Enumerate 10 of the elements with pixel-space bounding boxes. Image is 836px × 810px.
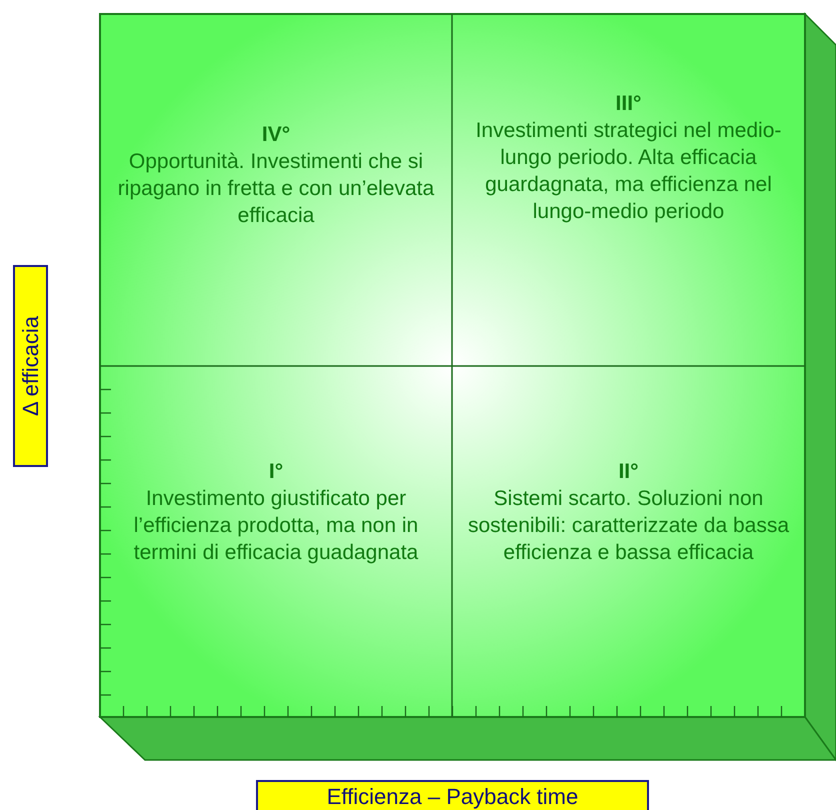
axis-label: Δ efficacia bbox=[13, 265, 48, 467]
quadrant-description: Investimenti strategici nel medio-lungo periodo. Alta efficacia guardagnata, ma efficienza nel lungo-medio periodo bbox=[474, 118, 782, 225]
quadrant-number: II° bbox=[617, 459, 640, 485]
quadrant-number: III° bbox=[614, 91, 642, 117]
quadrant-number: I° bbox=[268, 459, 284, 485]
quadrant-number: IV° bbox=[260, 122, 292, 148]
quadrant-description: Opportunità. Investimenti che si ripagano in fretta e con un’elevata efficacia bbox=[116, 149, 436, 229]
axis-label: Efficienza – Payback time bbox=[256, 780, 649, 810]
quadrant-description: Sistemi scarto. Soluzioni non sostenibili: caratterizzate da bassa efficienza e bassa efficacia bbox=[467, 486, 790, 566]
quadrant-description: Investimento giustificato per l’efficienza prodotta, ma non in termini di efficacia guadagnata bbox=[132, 486, 420, 566]
